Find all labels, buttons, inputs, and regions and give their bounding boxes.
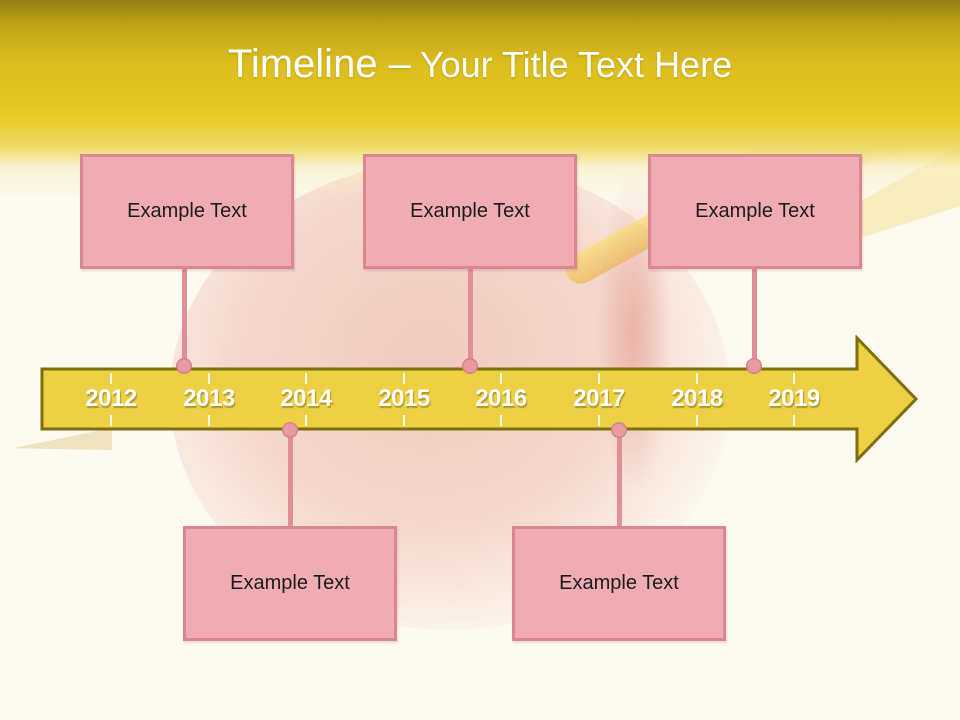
year-label-2014: 2014 [280,385,332,412]
tick-top-2016 [500,373,502,384]
event-box-1: Example Text [80,154,294,269]
tick-bottom-2016 [500,415,502,426]
connector-dot-event-5 [611,422,627,438]
tick-bottom-2018 [696,415,698,426]
event-box-2: Example Text [363,154,577,269]
event-box-4-label: Example Text [230,572,350,594]
tick-bottom-2019 [793,415,795,426]
year-label-2012: 2012 [85,385,137,412]
tick-top-2012 [110,373,112,384]
title-prefix: Timeline – [227,42,411,86]
event-box-5-label: Example Text [559,572,679,594]
year-label-2016: 2016 [475,385,527,412]
year-label-2018: 2018 [671,385,723,412]
tick-top-2014 [305,373,307,384]
tick-bottom-2017 [598,415,600,426]
event-box-3: Example Text [648,154,862,269]
event-box-5: Example Text [512,526,726,641]
tick-top-2018 [696,373,698,384]
tick-bottom-2013 [208,415,210,426]
connector-dot-event-3 [746,358,762,374]
tick-bottom-2012 [110,415,112,426]
year-label-2013: 2013 [183,385,235,412]
connector-line-event-2 [467,268,473,368]
year-label-2019: 2019 [768,385,820,412]
timeline-arrow [40,335,919,463]
timeline-arrow-shape [40,335,919,463]
connector-line-event-4 [287,430,293,526]
event-box-3-label: Example Text [695,200,815,222]
event-box-2-label: Example Text [410,200,530,222]
tick-top-2015 [403,373,405,384]
year-label-2017: 2017 [573,385,625,412]
event-box-4: Example Text [183,526,397,641]
connector-line-event-3 [751,268,757,368]
tick-bottom-2014 [305,415,307,426]
connector-dot-event-1 [176,358,192,374]
tick-top-2019 [793,373,795,384]
tick-top-2013 [208,373,210,384]
title-text: Your Title Text Here [419,44,733,85]
connector-dot-event-2 [462,358,478,374]
tick-bottom-2015 [403,415,405,426]
connector-dot-event-4 [282,422,298,438]
connector-line-event-1 [181,268,187,368]
connector-line-event-5 [616,430,622,526]
slide-title: Timeline –Your Title Text Here [0,40,960,90]
event-box-1-label: Example Text [127,200,247,222]
tick-top-2017 [598,373,600,384]
year-label-2015: 2015 [378,385,430,412]
